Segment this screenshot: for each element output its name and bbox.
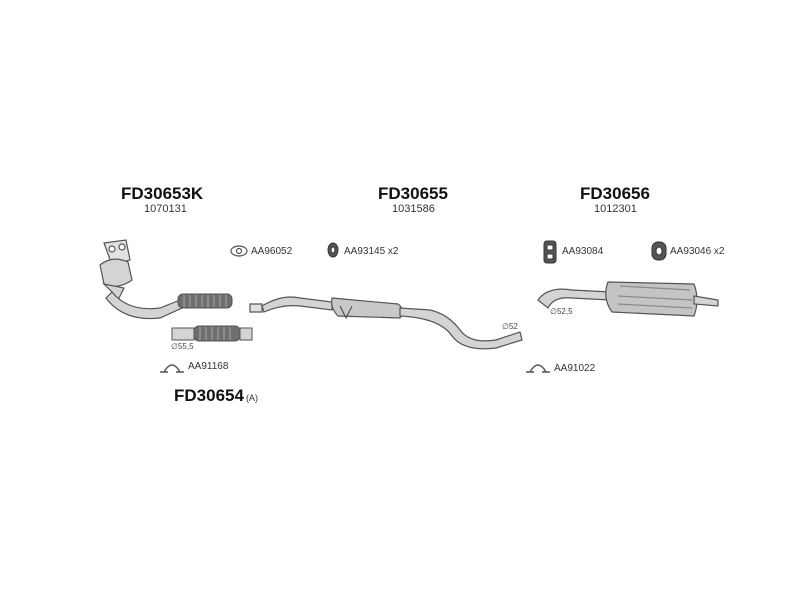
diameter-label: ∅55,5 bbox=[171, 342, 194, 351]
clamp-icon bbox=[160, 364, 184, 373]
part-number-fd30654[interactable]: FD30654(A) bbox=[174, 386, 258, 406]
rear-silencer[interactable] bbox=[537, 281, 719, 317]
hanger-bracket-icon bbox=[543, 240, 557, 264]
ref-number: 1070131 bbox=[144, 203, 187, 215]
flex-pipe-upper[interactable] bbox=[177, 293, 233, 309]
accessory-hanger[interactable]: AA93046 x2 bbox=[670, 246, 725, 257]
centre-pipe-silencer[interactable] bbox=[249, 296, 523, 350]
diameter-label: ∅52 bbox=[502, 322, 518, 331]
sub-part-suffix: (A) bbox=[245, 393, 258, 403]
catalytic-converter[interactable] bbox=[99, 239, 183, 320]
ref-number: 1031586 bbox=[392, 203, 435, 215]
rubber-hanger-icon bbox=[327, 242, 339, 258]
ref-number: 1012301 bbox=[594, 203, 637, 215]
sub-part-number[interactable]: FD30654 bbox=[174, 386, 244, 405]
flex-pipe-lower[interactable] bbox=[171, 325, 253, 342]
accessory-gasket[interactable]: AA96052 bbox=[251, 246, 293, 257]
accessory-hanger[interactable]: AA93145 x2 bbox=[344, 246, 399, 257]
part-number-fd30656[interactable]: FD30656 bbox=[580, 184, 650, 203]
clamp-icon bbox=[526, 364, 550, 373]
part-number-fd30655[interactable]: FD30655 bbox=[378, 184, 448, 203]
diameter-label: ∅52,5 bbox=[550, 307, 573, 316]
gasket-icon bbox=[230, 245, 248, 257]
rubber-mount-icon bbox=[651, 241, 667, 261]
accessory-clamp[interactable]: AA91022 bbox=[554, 363, 596, 374]
part-number-fd30653k[interactable]: FD30653K bbox=[121, 184, 204, 203]
accessory-clamp[interactable]: AA91168 bbox=[188, 361, 229, 372]
accessory-hanger[interactable]: AA93084 bbox=[562, 246, 604, 257]
